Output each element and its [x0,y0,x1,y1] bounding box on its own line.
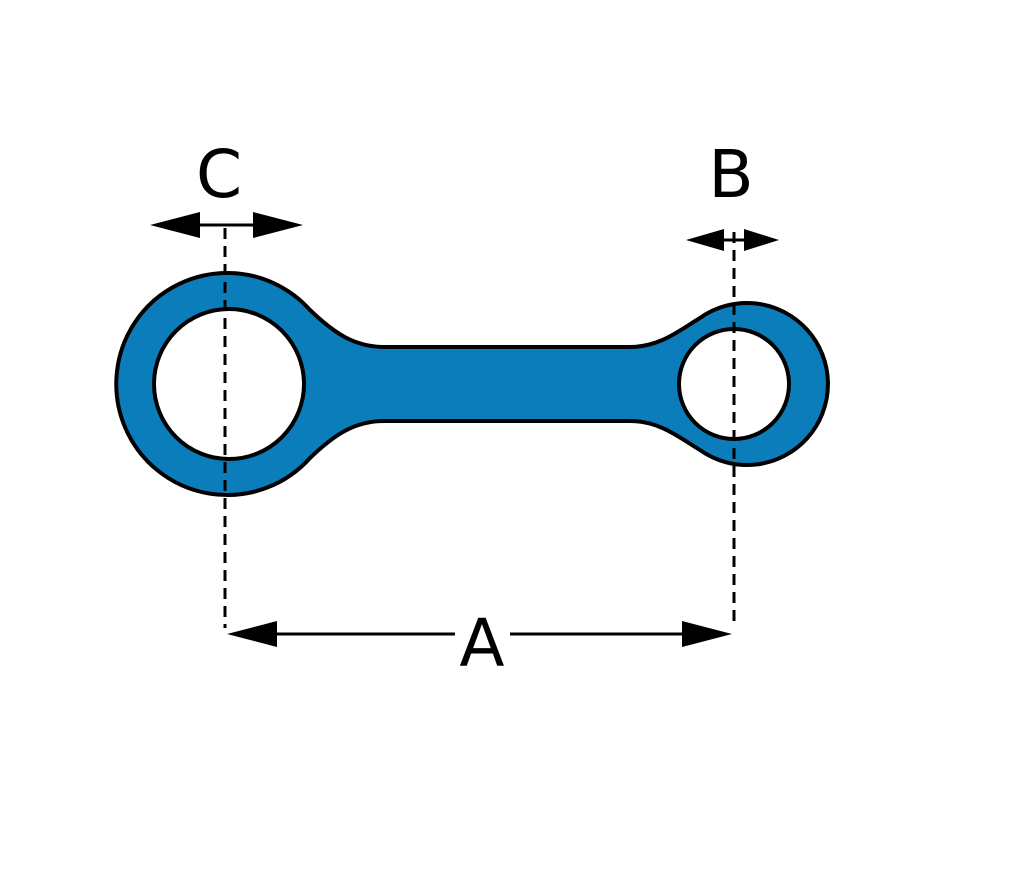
dimension-c-arrow [150,212,303,238]
dimension-a-arrow [227,621,732,647]
label-a: A [459,605,504,682]
label-c: C [196,136,242,213]
label-b: B [708,136,753,213]
big-end-bore [152,307,306,461]
dimension-b-arrow [686,229,779,251]
connecting-rod [114,270,830,497]
rod-body [114,270,830,497]
